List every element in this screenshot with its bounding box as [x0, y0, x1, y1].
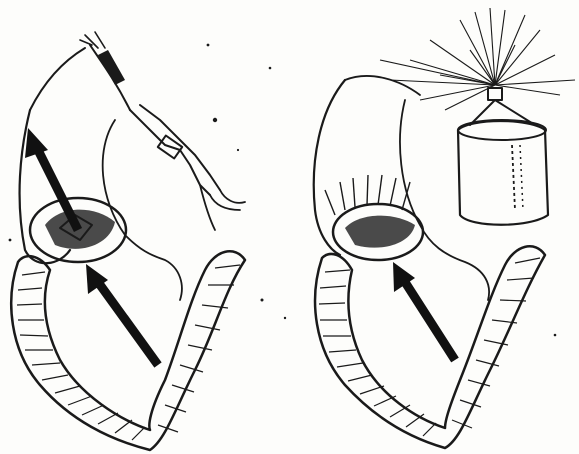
right-arrow-up-ventricle [393, 262, 455, 360]
left-atrium-top-wall [30, 48, 85, 110]
right-heart-panel [314, 8, 575, 448]
right-scribble-burst [380, 8, 575, 110]
right-chordae [325, 175, 410, 215]
right-atrium-outline [314, 80, 345, 255]
left-ventricle-wall [11, 251, 245, 450]
hand-instrument-icon [80, 32, 245, 230]
left-arrow-up-atrium [25, 128, 78, 230]
paper-specks [9, 44, 557, 337]
right-atrium-top [345, 76, 420, 95]
left-arrow-up-ventricle [86, 264, 158, 365]
right-inner-atrium [400, 100, 489, 300]
right-ventricle-wall [315, 246, 545, 448]
left-valve-leaflets [45, 210, 115, 249]
right-valve-leaflets [345, 216, 415, 248]
left-heart-panel [11, 32, 245, 450]
weight-cylinder-icon [458, 88, 548, 225]
